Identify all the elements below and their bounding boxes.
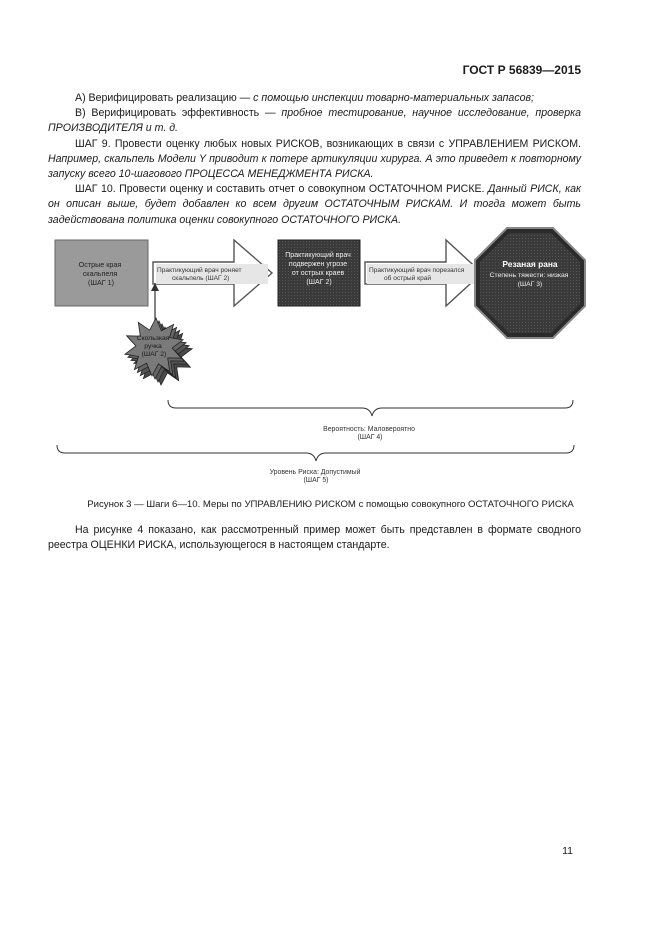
closing-paragraph: На рисунке 4 показано, как рассмотренный… [48,524,581,552]
probability-brace [167,399,574,417]
box2-line-2: подвержен угрозе [289,261,347,268]
verify-effectiveness-detail: пробное тестирование, научное исследован… [48,107,581,135]
octagon-line-1: Степень тяжести: низкая [490,272,569,279]
probability-step: (ШАГ 4) [358,434,383,441]
box1-line-2: скальпеля [83,269,118,278]
slippery-handle-star [123,317,194,386]
closing-text: На рисунке 4 показано, как рассмотренный… [48,523,581,553]
svg-text:Степень тяжести: низкая (Ш: Степень тяжести: низкая (ШАГ 3) [490,272,571,288]
probability-label: Вероятность: Маловероятно [323,426,415,433]
step-10: ШАГ 10. Провести оценку и составить отче… [48,182,581,228]
risk-level-step: (ШАГ 5) [304,477,329,484]
verify-effectiveness: В) Верифицировать эффективность — пробно… [48,106,581,136]
svg-text:Острые края скальпеля: Острые края скальпеля (ШАГ 1) [79,260,124,287]
svg-text:Скользкая ручка (ШАГ 2: Скользкая ручка (ШАГ 2) [137,335,172,358]
arrow1-line-1: Практикующий врач роняет [157,266,242,274]
risk-level-brace [56,444,575,462]
box1-line-3: (ШАГ 1) [88,278,114,287]
step-9: ШАГ 9. Провести оценку любых новых РИСКО… [48,137,581,183]
verify-implementation-label: А) Верифицировать реализацию — [75,92,254,104]
box2-line-1: Практикующий врач [285,251,351,259]
svg-text:Вероятность: Маловероятно: Вероятность: Маловероятно (ШАГ 4) [323,426,417,441]
connector-arrowhead [151,283,159,291]
step-9-label: ШАГ 9. Провести оценку любых новых РИСКО… [75,137,581,150]
body-text: А) Верифицировать реализацию — с помощью… [48,91,581,228]
svg-text:Практикующий врач порезался: Практикующий врач порезался об острый кр… [369,266,466,282]
star-line-3: (ШАГ 2) [142,351,167,358]
risk-diagram: Острые края скальпеля (ШАГ 1) Практикующ… [54,227,586,484]
arrow2-line-2: об острый край [384,274,431,282]
box2-line-3: от острых краев [292,270,345,277]
star-line-2: ручка [144,343,162,350]
risk-level-label: Уровень Риска: Допустимый [270,468,361,476]
sharp-edges-box [54,239,149,307]
arrow1-line-2: скальпель (ШАГ 2) [172,275,229,282]
octagon-line-2: (ШАГ 3) [518,281,543,288]
page-number: 11 [562,845,573,857]
svg-text:Уровень Риска: Допустимый: Уровень Риска: Допустимый (ШАГ 5) [270,468,363,484]
step-9-detail: Например, скальпель Модели Y приводит к … [48,152,581,181]
standard-number: ГОСТ Р 56839—2015 [462,63,581,77]
verify-implementation-detail: с помощью инспекции товарно-материальных… [253,92,534,104]
arrow2-line-1: Практикующий врач порезался [369,266,465,274]
star-line-1: Скользкая [137,335,170,342]
svg-text:Практикующий врач роняет с: Практикующий врач роняет скальпель (ШАГ … [157,266,243,282]
octagon-title: Резаная рана [502,259,558,269]
box1-line-1: Острые края [79,260,122,269]
box2-line-4: (ШАГ 2) [306,279,331,286]
figure-caption: Рисунок 3 — Шаги 6—10. Меры по УПРАВЛЕНИ… [87,499,574,510]
verify-effectiveness-label: В) Верифицировать эффективность — [75,107,282,120]
hazard-exposure-box [277,239,361,307]
svg-text:Практикующий врач подверже: Практикующий врач подвержен угрозе от ос… [285,251,352,286]
step-10-detail: Данный РИСК, как он описан выше, будет д… [48,183,581,226]
verify-implementation: А) Верифицировать реализацию — с помощью… [48,91,581,106]
step-10-label: ШАГ 10. Провести оценку и составить отче… [75,183,488,196]
